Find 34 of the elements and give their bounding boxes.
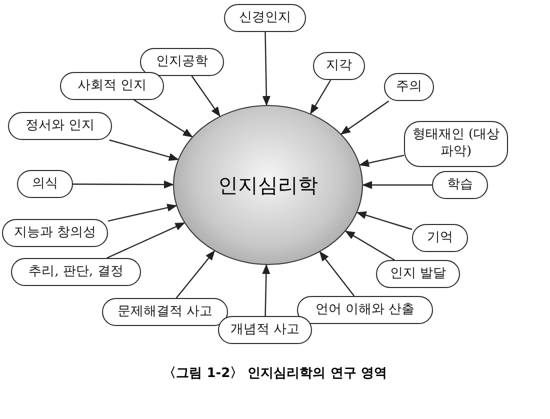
topic-box: 언어 이해와 산출 [297,296,433,324]
arrow [73,180,174,189]
topic-box: 개념적 사고 [218,316,312,344]
central-ellipse: 인지심리학 [173,105,363,265]
arrow [356,211,412,230]
arrow [191,76,220,117]
topic-box: 문제해결적 사고 [102,298,228,326]
topic-box: 정서와 인지 [8,112,112,140]
topic-box: 사회적 인지 [60,72,164,100]
topic-box: 지능과 창의성 [2,219,108,247]
arrow [176,250,216,298]
arrow [108,204,178,222]
arrow [359,154,404,167]
topic-box: 추리, 판단, 결정 [11,258,141,286]
topic-box: 주의 [384,73,434,101]
topic-box: 신경인지 [224,4,306,32]
topic-box: 학습 [432,171,488,199]
arrow [262,264,270,316]
arrow [344,230,395,261]
arrow [310,80,332,114]
arrow [134,100,193,138]
caption: 〈그림 1-2〉 인지심리학의 연구 영역 [162,365,388,382]
arrow [262,32,270,106]
arrow [319,251,355,296]
topic-box: 의식 [17,170,73,198]
topic-box: 인지 발달 [376,260,460,288]
topic-box: 지각 [313,52,365,80]
arrow [106,222,186,259]
arrow [109,139,179,161]
arrow [340,100,390,135]
topic-box: 인지공학 [140,48,224,76]
topic-box: 기억 [412,224,468,252]
arrow [362,181,432,189]
topic-box: 형태재인 (대상파악) [404,121,508,167]
